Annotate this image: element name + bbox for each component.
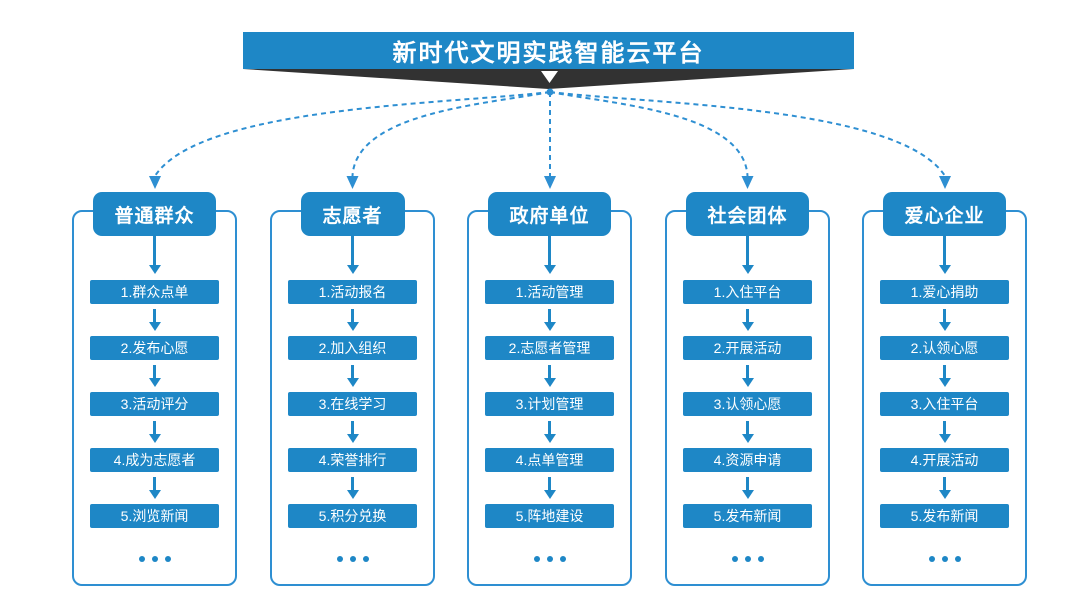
arrow-down-icon [938,236,951,280]
arrow-down-icon [543,236,556,280]
flow-step: 4.资源申请 [683,448,812,472]
role-column-enterprise: 爱心企业 1.爱心捐助 2.认领心愿 3.入住平台 4.开展活动 5.发布新闻 [862,192,1027,586]
flow-step: 2.开展活动 [683,336,812,360]
arrow-down-icon [938,416,951,448]
arrowhead-government [544,176,556,189]
ellipsis-dots-icon [928,556,961,562]
arrow-down-icon [148,472,161,504]
flow-step: 5.阵地建设 [485,504,614,528]
connector-to-enterprise [549,91,946,177]
flow-step: 1.入住平台 [683,280,812,304]
role-header: 政府单位 [488,192,611,236]
flow-step: 3.在线学习 [288,392,417,416]
arrow-down-icon [346,236,359,280]
flow-step: 3.认领心愿 [683,392,812,416]
flow-step: 5.浏览新闻 [90,504,219,528]
flow-step: 2.志愿者管理 [485,336,614,360]
role-column-volunteer: 志愿者 1.活动报名 2.加入组织 3.在线学习 4.荣誉排行 5.积分兑换 [270,192,435,586]
flow-step: 2.发布心愿 [90,336,219,360]
arrowhead-social-group [741,176,754,189]
arrow-down-icon [346,416,359,448]
flow-step: 1.爱心捐助 [880,280,1009,304]
arrow-down-icon [148,416,161,448]
ellipsis-dots-icon [731,556,764,562]
role-column-social-group: 社会团体 1.入住平台 2.开展活动 3.认领心愿 4.资源申请 5.发布新闻 [665,192,830,586]
connector-origin-dot [546,88,554,96]
flow-step: 4.点单管理 [485,448,614,472]
arrow-down-icon [148,304,161,336]
arrow-down-icon [543,360,556,392]
arrowhead-public [149,176,161,189]
flow-step: 3.活动评分 [90,392,219,416]
arrow-down-icon [346,472,359,504]
arrow-down-icon [346,360,359,392]
arrow-down-icon [148,360,161,392]
flow-step: 3.计划管理 [485,392,614,416]
arrowhead-enterprise [939,176,951,189]
arrow-down-icon [741,416,754,448]
ellipsis-dots-icon [138,556,171,562]
role-header: 普通群众 [93,192,216,236]
arrow-down-icon [543,472,556,504]
flow-step: 4.荣誉排行 [288,448,417,472]
arrow-down-icon [741,472,754,504]
platform-title-banner: 新时代文明实践智能云平台 [243,32,854,69]
arrowhead-volunteer [346,176,359,189]
flow-step: 2.加入组织 [288,336,417,360]
ellipsis-dots-icon [336,556,369,562]
arrow-down-icon [148,236,161,280]
arrow-down-icon [543,416,556,448]
ellipsis-dots-icon [533,556,566,562]
flow-step: 4.成为志愿者 [90,448,219,472]
arrow-down-icon [543,304,556,336]
arrow-down-icon [938,472,951,504]
arrow-down-icon [741,304,754,336]
role-column-government: 政府单位 1.活动管理 2.志愿者管理 3.计划管理 4.点单管理 5.阵地建设 [467,192,632,586]
role-header: 志愿者 [300,192,405,236]
role-column-public: 普通群众 1.群众点单 2.发布心愿 3.活动评分 4.成为志愿者 5.浏览新闻 [72,192,237,586]
role-header: 爱心企业 [883,192,1006,236]
flow-step: 3.入住平台 [880,392,1009,416]
arrow-down-icon [741,360,754,392]
arrow-down-icon [938,360,951,392]
flow-step: 5.积分兑换 [288,504,417,528]
connector-to-volunteer [351,91,551,177]
connector-to-public [154,91,551,177]
arrow-down-icon [741,236,754,280]
arrow-down-icon [938,304,951,336]
flow-step: 4.开展活动 [880,448,1009,472]
arrow-down-icon [346,304,359,336]
flow-step: 1.活动报名 [288,280,417,304]
flow-step: 2.认领心愿 [880,336,1009,360]
flow-step: 5.发布新闻 [880,504,1009,528]
connector-to-social-group [549,91,749,177]
flow-step: 1.群众点单 [90,280,219,304]
role-header: 社会团体 [686,192,809,236]
flow-step: 5.发布新闻 [683,504,812,528]
flow-step: 1.活动管理 [485,280,614,304]
